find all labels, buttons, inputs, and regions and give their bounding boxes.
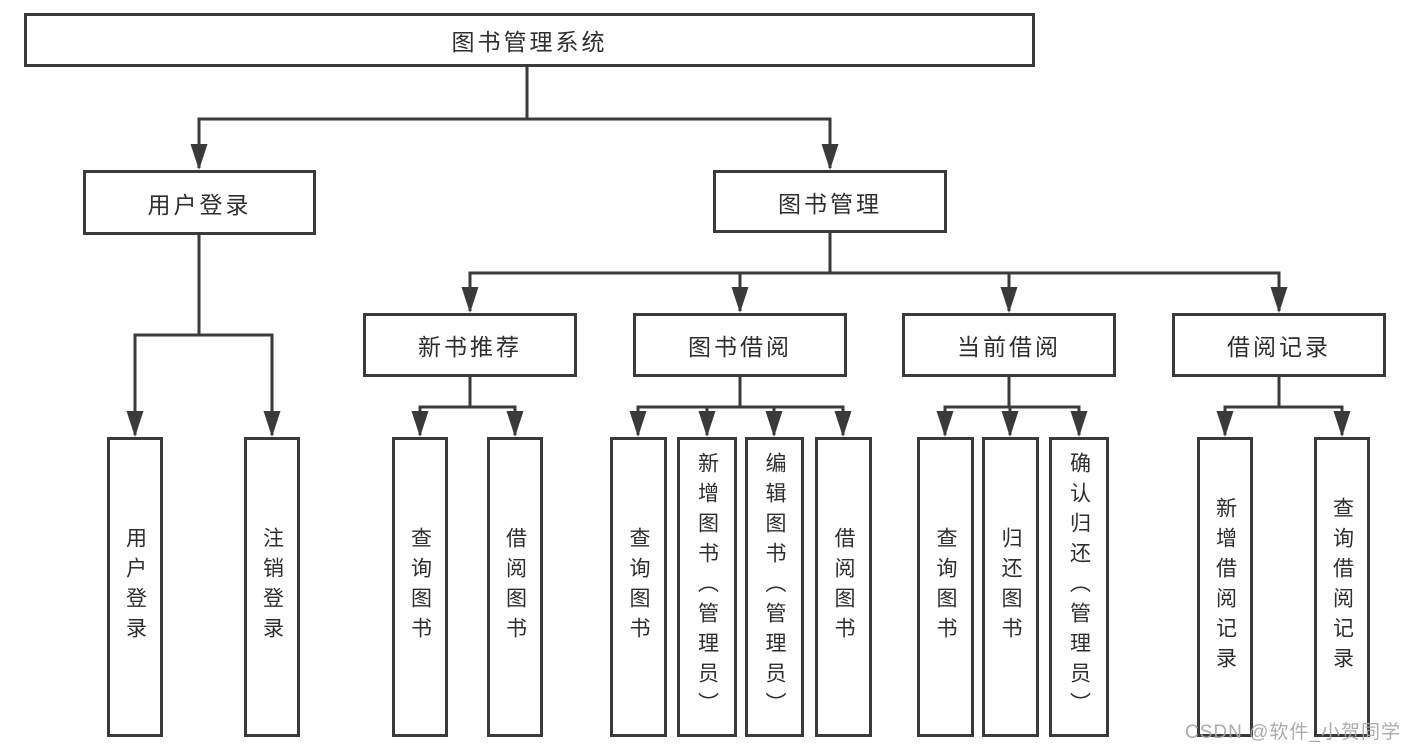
leaf-query-books-recommend: 查询图书 bbox=[392, 437, 448, 737]
node-current-borrowing: 当前借阅 bbox=[902, 313, 1116, 377]
leaf-query-books-current: 查询图书 bbox=[917, 437, 974, 737]
leaf-query-borrow-record: 查询借阅记录 bbox=[1314, 437, 1370, 737]
leaf-user-login: 用户登录 bbox=[107, 437, 163, 737]
leaf-logout: 注销登录 bbox=[244, 437, 300, 737]
leaf-borrow-books-recommend: 借阅图书 bbox=[487, 437, 543, 737]
leaf-confirm-return-admin: 确认归还（管理员） bbox=[1049, 437, 1109, 737]
leaf-add-books-admin: 新增图书（管理员） bbox=[677, 437, 737, 737]
node-new-book-recommendation: 新书推荐 bbox=[363, 313, 577, 377]
node-book-management: 图书管理 bbox=[713, 170, 947, 233]
leaf-query-books-borrow: 查询图书 bbox=[610, 437, 667, 737]
arrowheads bbox=[126, 144, 1351, 437]
leaf-return-books: 归还图书 bbox=[982, 437, 1039, 737]
node-user-login: 用户登录 bbox=[83, 170, 316, 235]
leaf-edit-books-admin: 编辑图书（管理员） bbox=[745, 437, 804, 737]
csdn-watermark: CSDN @软件_小贺同学 bbox=[1185, 722, 1401, 743]
leaf-borrow-books: 借阅图书 bbox=[815, 437, 872, 737]
leaf-add-borrow-record: 新增借阅记录 bbox=[1197, 437, 1253, 737]
node-book-borrowing: 图书借阅 bbox=[633, 313, 847, 377]
node-library-management-system: 图书管理系统 bbox=[24, 13, 1035, 67]
node-borrowing-records: 借阅记录 bbox=[1172, 313, 1386, 377]
